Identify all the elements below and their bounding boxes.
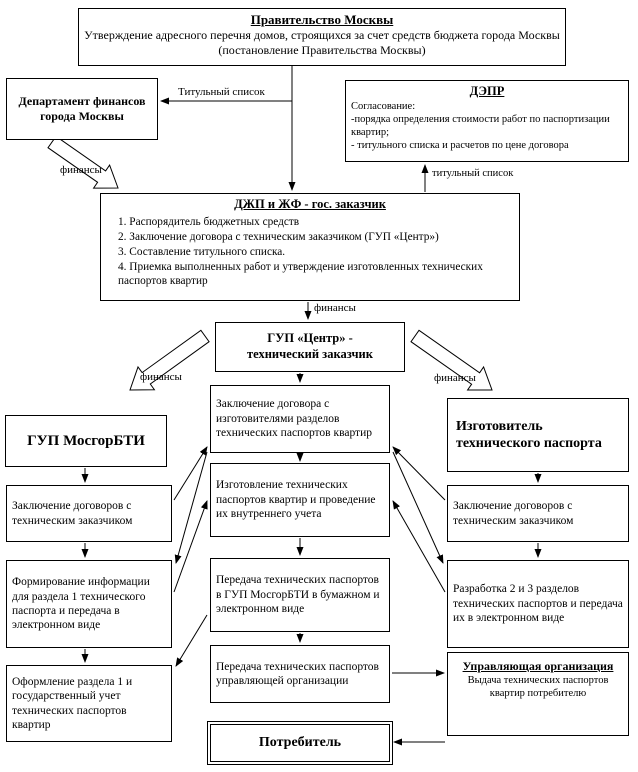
- box-dzhp: ДЖП и ЖФ - гос. заказчик 1. Распорядител…: [100, 193, 520, 301]
- dzhp-item-4: 4. Приемка выполненных работ и утвержден…: [118, 260, 483, 288]
- box-center1-text: Заключение договора с изготовителями раз…: [216, 398, 372, 440]
- box-right2: Разработка 2 и 3 разделов технических па…: [447, 560, 629, 648]
- dzhp-item-2: 2. Заключение договора с техническим зак…: [118, 230, 439, 243]
- block-arrow-center-to-manufacturer: [410, 329, 493, 391]
- box-left1-text: Заключение договоров с техническим заказ…: [12, 500, 133, 527]
- box-consumer-title: Потребитель: [258, 735, 342, 751]
- box-left1: Заключение договоров с техническим заказ…: [6, 485, 172, 542]
- label-titulny-spisok-top: Титульный список: [178, 86, 265, 98]
- label-finansy-1: финансы: [60, 164, 102, 176]
- arrow-r1-to-c1: [392, 446, 446, 501]
- arrow-c3-to-l3: [175, 614, 208, 667]
- box-left3: Оформление раздела 1 и государственный у…: [6, 665, 172, 742]
- box-depr: ДЭПР Согласование: -порядка определения …: [345, 80, 629, 162]
- label-finansy-3: финансы: [140, 371, 182, 383]
- block-arrow-center-to-bti: [129, 329, 210, 391]
- box-left2: Формирование информации для раздела 1 те…: [6, 560, 172, 648]
- box-dzhp-title: ДЖП и ЖФ - гос. заказчик: [234, 197, 386, 211]
- box-managing-org-body: Выдача технических паспортов квартир пот…: [467, 675, 609, 700]
- box-left2-text: Формирование информации для раздела 1 те…: [12, 576, 150, 632]
- box-manufacturer-title: Изготовитель технического паспорта: [456, 418, 602, 452]
- box-gup-center-line2: технический заказчик: [247, 347, 373, 361]
- box-depr-title: ДЭПР: [469, 84, 505, 98]
- arrow-c1-to-r2: [392, 451, 444, 564]
- box-center4-text: Передача технических паспортов управляющ…: [216, 660, 379, 687]
- arrow-l2-to-c2: [173, 500, 208, 593]
- label-finansy-2: финансы: [314, 302, 356, 314]
- box-center2-text: Изготовление технических паспортов кварт…: [216, 479, 376, 521]
- box-mosgorbti: ГУП МосгорБТИ: [5, 415, 167, 467]
- box-right1-text: Заключение договоров с техническим заказ…: [453, 500, 574, 527]
- box-government: Правительство Москвы Утверждение адресно…: [78, 8, 566, 66]
- box-center3: Передача технических паспортов в ГУП Мос…: [210, 558, 390, 632]
- box-center1: Заключение договора с изготовителями раз…: [210, 385, 390, 453]
- dzhp-item-3: 3. Составление титульного списка.: [118, 245, 286, 258]
- box-finance-dept: Департамент финансов города Москвы: [6, 78, 158, 140]
- box-managing-org-title: Управляющая организация: [462, 659, 614, 673]
- box-managing-org: Управляющая организация Выдача техническ…: [447, 652, 629, 736]
- arrow-l1-to-c1: [173, 446, 208, 501]
- box-manufacturer: Изготовитель технического паспорта: [447, 398, 629, 472]
- box-center2: Изготовление технических паспортов кварт…: [210, 463, 390, 537]
- box-depr-intro: Согласование:: [351, 100, 416, 112]
- box-gup-center: ГУП «Центр» - технический заказчик: [215, 322, 405, 372]
- box-depr-item2: - титульного списка и расчетов по цене д…: [351, 140, 569, 151]
- box-left3-text: Оформление раздела 1 и государственный у…: [12, 675, 133, 731]
- box-center4: Передача технических паспортов управляющ…: [210, 645, 390, 703]
- box-mosgorbti-title: ГУП МосгорБТИ: [27, 432, 145, 449]
- label-titulny-spisok-right: титульный список: [432, 168, 514, 179]
- block-arrow-finance-to-dzhp: [47, 135, 119, 189]
- box-right2-text: Разработка 2 и 3 разделов технических па…: [453, 583, 623, 625]
- box-government-body: Утверждение адресного перечня домов, стр…: [84, 28, 560, 58]
- box-center3-text: Передача технических паспортов в ГУП Мос…: [216, 574, 380, 616]
- box-gup-center-line1: ГУП «Центр» -: [267, 331, 353, 346]
- box-consumer: Потребитель: [207, 721, 393, 765]
- box-right1: Заключение договоров с техническим заказ…: [447, 485, 629, 542]
- label-finansy-4: финансы: [434, 372, 476, 384]
- box-government-title: Правительство Москвы: [250, 12, 394, 27]
- dzhp-item-1: 1. Распорядитель бюджетных средств: [118, 215, 300, 228]
- arrow-c1-to-l2: [174, 451, 208, 564]
- box-depr-item1: -порядка определения стоимости работ по …: [351, 113, 610, 138]
- arrow-r2-to-c2: [392, 500, 446, 593]
- box-finance-dept-title: Департамент финансов города Москвы: [18, 94, 146, 123]
